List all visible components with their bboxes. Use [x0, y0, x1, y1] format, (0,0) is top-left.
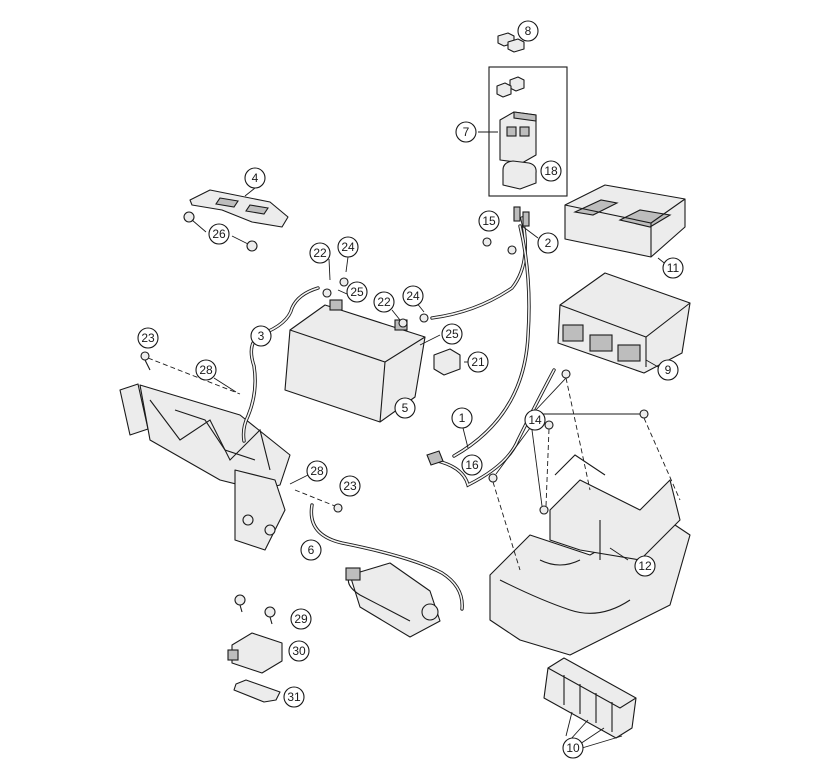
callout-30: 30 — [288, 640, 310, 662]
callout-28-lower: 28 — [306, 460, 328, 482]
callout-21: 21 — [467, 351, 489, 373]
callout-label: 25 — [350, 285, 364, 299]
callout-label: 26 — [212, 227, 226, 241]
part-cable-3 — [241, 286, 320, 443]
callout-9: 9 — [657, 359, 679, 381]
callout-18: 18 — [540, 160, 562, 182]
part-cable-2 — [430, 206, 539, 458]
callout-label: 30 — [292, 644, 306, 658]
callout-label: 15 — [482, 214, 496, 228]
callout-2: 2 — [537, 232, 559, 254]
callout-label: 31 — [287, 690, 301, 704]
callout-25-upper: 25 — [346, 281, 368, 303]
callout-label: 18 — [544, 164, 558, 178]
part-fuses-8 — [497, 31, 525, 53]
callout-23-lower: 23 — [339, 475, 361, 497]
callout-label: 24 — [341, 240, 355, 254]
callout-10: 10 — [562, 737, 584, 759]
callout-3: 3 — [250, 325, 272, 347]
callout-label: 1 — [459, 411, 466, 425]
callout-label: 22 — [313, 246, 327, 260]
callout-22-lower: 22 — [373, 291, 395, 313]
part-starter-cable-6 — [309, 503, 464, 611]
callout-label: 9 — [665, 363, 672, 377]
callout-label: 11 — [667, 261, 680, 275]
callout-label: 28 — [310, 464, 324, 478]
callout-label: 23 — [343, 479, 357, 493]
callout-11: 11 — [662, 257, 684, 279]
part-cable-1 — [426, 368, 556, 488]
callout-4: 4 — [244, 167, 266, 189]
callout-label: 29 — [294, 612, 308, 626]
callout-8: 8 — [517, 20, 539, 42]
callout-16: 16 — [461, 454, 483, 476]
callout-label: 6 — [308, 543, 315, 557]
callout-label: 2 — [545, 236, 552, 250]
callout-label: 21 — [471, 355, 485, 369]
callout-24-upper: 24 — [337, 236, 359, 258]
callout-1: 1 — [451, 407, 473, 429]
callout-22-upper: 22 — [309, 242, 331, 264]
callout-label: 14 — [528, 413, 542, 427]
callout-24-lower: 24 — [402, 285, 424, 307]
part-frame — [119, 357, 341, 551]
part-ecu-cover-11 — [564, 184, 686, 267]
part-starter-motor — [345, 562, 441, 638]
callout-15: 15 — [478, 210, 500, 232]
part-battery-tray-12 — [489, 454, 691, 656]
callout-label: 12 — [638, 559, 652, 573]
callout-label: 5 — [402, 401, 409, 415]
part-control-unit-9 — [557, 272, 691, 374]
callout-label: 8 — [525, 24, 532, 38]
callout-label: 16 — [465, 458, 479, 472]
callout-label: 24 — [406, 289, 420, 303]
part-nuts-14 — [488, 369, 681, 571]
part-battery-5 — [284, 256, 441, 423]
callout-label: 4 — [252, 171, 259, 185]
callout-25-lower: 25 — [441, 323, 463, 345]
part-bracket-4 — [183, 187, 289, 252]
callout-label: 28 — [199, 363, 213, 377]
callout-7: 7 — [455, 121, 477, 143]
callout-label: 7 — [463, 125, 470, 139]
part-fuse-block-10 — [543, 657, 637, 749]
callout-label: 23 — [141, 331, 155, 345]
callout-26: 26 — [208, 223, 230, 245]
part-sensor-group — [227, 594, 283, 703]
callout-6: 6 — [300, 539, 322, 561]
callout-14: 14 — [524, 409, 546, 431]
callout-12: 12 — [634, 555, 656, 577]
callout-5: 5 — [394, 397, 416, 419]
callout-label: 10 — [566, 741, 580, 755]
callout-label: 3 — [258, 329, 265, 343]
callout-29: 29 — [290, 608, 312, 630]
part-screws-23 — [140, 351, 343, 513]
callout-28-upper: 28 — [195, 359, 217, 381]
part-relay-box-7 — [478, 66, 568, 197]
callout-label: 22 — [377, 295, 391, 309]
callout-31: 31 — [283, 686, 305, 708]
callout-label: 25 — [445, 327, 459, 341]
callout-23-upper: 23 — [137, 327, 159, 349]
